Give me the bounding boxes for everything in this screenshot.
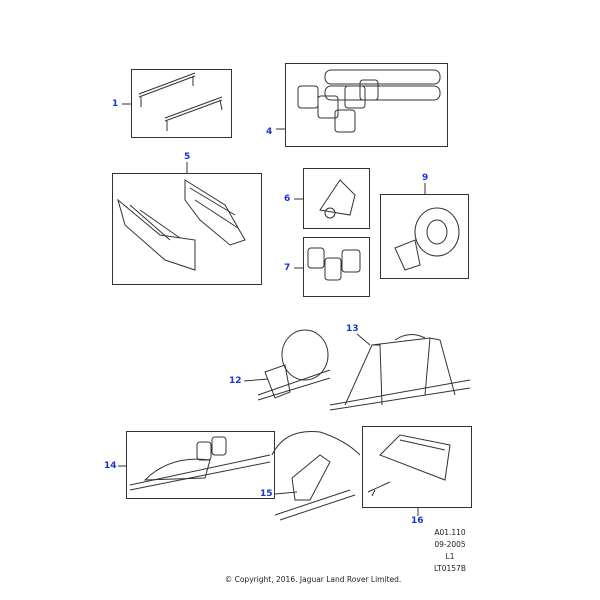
callout-1: 1 [112, 99, 119, 109]
callout-6: 6 [284, 194, 291, 204]
wheel-holder-drawing [319, 179, 356, 216]
ski-carrier-drawing [117, 179, 246, 271]
ratchet-strap-drawing [394, 207, 460, 271]
reference-code: A01.110 [434, 528, 466, 537]
part-box-9 [380, 194, 469, 279]
diagram-date: 09-2005 [434, 540, 466, 549]
diagram-level: L1 [445, 552, 455, 561]
callout-5: 5 [184, 152, 191, 162]
part-box-6 [303, 168, 370, 229]
callout-9: 9 [422, 173, 429, 183]
callout-15: 15 [260, 489, 273, 499]
part-box-5 [112, 173, 262, 285]
bike-holder-roof-drawing [257, 329, 331, 401]
part-box-4 [285, 63, 448, 147]
canoe-holder-drawing [271, 430, 361, 521]
illustration-code: LT0157B [434, 564, 466, 573]
fork-mount-drawing [307, 247, 361, 281]
part-box-16 [362, 426, 472, 508]
part-box-7 [303, 237, 370, 297]
copyright-notice: © Copyright, 2016. Jaguar Land Rover Lim… [224, 575, 402, 584]
part-box-1 [131, 69, 232, 138]
callout-12: 12 [229, 376, 242, 386]
ski-clamp-drawing [367, 434, 451, 497]
roof-bars-drawing [138, 72, 223, 131]
ski-rack-roof-drawing [329, 334, 471, 411]
bike-fork-holder-drawing [129, 436, 271, 491]
callout-14: 14 [104, 461, 117, 471]
callout-7: 7 [284, 263, 291, 273]
callout-13: 13 [346, 324, 359, 334]
callout-16: 16 [411, 516, 424, 526]
bike-carrier-drawing [297, 69, 441, 133]
callout-4: 4 [266, 127, 273, 137]
